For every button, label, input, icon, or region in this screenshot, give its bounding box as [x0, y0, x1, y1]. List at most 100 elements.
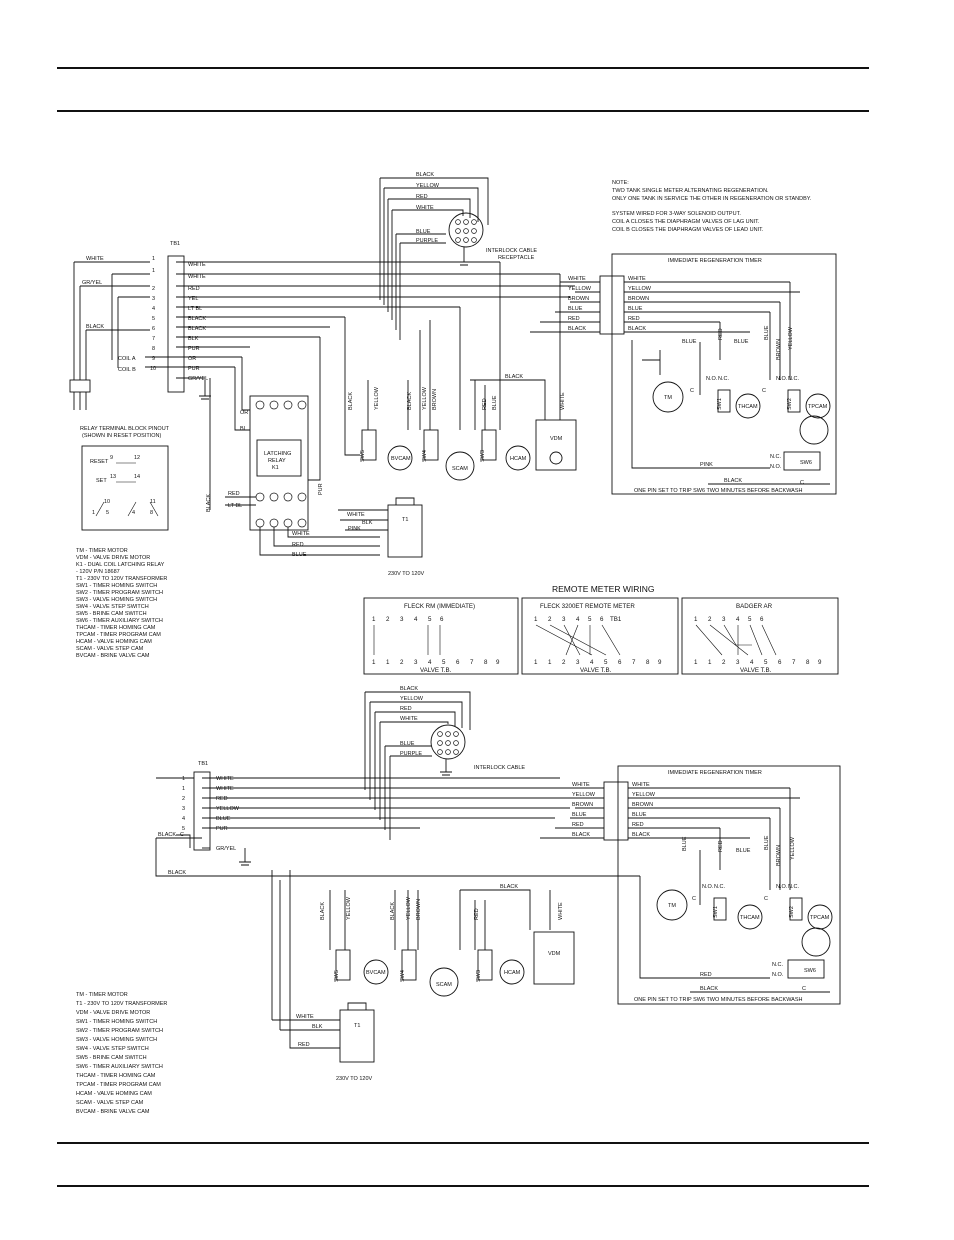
panel-fleck-rm: FLECK RM (IMMEDIATE) 1 2 3 4 5 6 1 1 2 3…	[363, 597, 519, 675]
tb1-wire-label: BLUE	[216, 816, 231, 822]
legend-line: - 120V P/N 18687	[76, 569, 120, 575]
contact-label: N.O.	[776, 376, 788, 382]
valve-terminal: 4	[428, 659, 432, 666]
timer-wire-label: BROWN	[628, 296, 649, 302]
tb1-wire-label: BLACK	[188, 316, 206, 322]
timer-inner-wire: PINK	[700, 462, 713, 468]
valve-terminal: 1	[534, 659, 538, 666]
top-rule-1	[57, 67, 869, 69]
legend-line: TPCAM - TIMER PROGRAM CAM	[76, 632, 161, 638]
component-label: SW6	[804, 968, 816, 974]
component-label: SW3	[480, 450, 486, 462]
pinout-label: RESET	[90, 459, 109, 465]
tb1-wire-label: GR/YEL	[188, 376, 208, 382]
panel-caption: VALVE T.B.	[420, 667, 452, 674]
tb1-label: TB1	[170, 241, 180, 247]
timer-inner-wire: BLUE	[682, 339, 697, 345]
interlock-wire-label: PURPLE	[400, 751, 422, 757]
component-label: VDM	[548, 951, 561, 957]
terminal-number: 3	[722, 616, 726, 623]
component-label: SW4	[400, 970, 406, 982]
switch-wire-label: YELLOW	[346, 896, 352, 920]
valve-terminal: 4	[750, 659, 754, 666]
legend-line: SW6 - TIMER AUXILIARY SWITCH	[76, 1064, 163, 1070]
tb1-number: 1	[182, 776, 185, 782]
tb1-number: 10	[150, 366, 156, 372]
panel-title: BADGER AR	[736, 603, 773, 610]
tb1-wire-label: RED	[216, 796, 228, 802]
valve-terminal: 9	[496, 659, 500, 666]
component-label: SW2	[787, 398, 793, 410]
transformer-caption: 230V TO 120V	[388, 571, 425, 577]
interlock-wire-label: BLACK	[400, 686, 418, 692]
relay-wire-label: WHITE	[292, 531, 310, 537]
pinout-label: 10	[104, 499, 110, 505]
tb1-number: 3	[152, 296, 155, 302]
terminal-number: 6	[760, 616, 764, 623]
valve-terminal: 8	[806, 659, 810, 666]
tb1-wire-label: LT BL	[188, 306, 202, 312]
bottom-rule-1	[57, 1142, 869, 1144]
tb1-wire-label: OR	[188, 356, 196, 362]
timer-wire-label: RED	[632, 822, 644, 828]
valve-terminal: 7	[632, 659, 636, 666]
panel-badger-ar: BADGER AR 1 2 3 4 5 6 1 1 2 3 4 5 6 7 8 …	[681, 597, 839, 675]
interlock-receptacle-icon	[448, 212, 484, 248]
valve-terminal: 6	[778, 659, 782, 666]
upper-interlock: BLACK YELLOW RED WHITE BLUE PURPLE INTER…	[379, 172, 537, 340]
tb1-number: 8	[152, 346, 155, 352]
component-label: BVCAM	[391, 456, 411, 462]
contact-label: N.O.	[706, 376, 718, 382]
tb1-wire-label: PUR	[216, 826, 228, 832]
interlock-label: INTERLOCK CABLE	[486, 248, 537, 254]
tb1-number: 5	[152, 316, 155, 322]
note-line: NOTE:	[612, 180, 629, 186]
relay-pinout-title: RELAY TERMINAL BLOCK PINOUT	[80, 426, 170, 432]
pinout-label: SET	[96, 478, 107, 484]
switch-wire-label: BLUE	[492, 395, 498, 410]
vdm-motor	[535, 419, 577, 471]
lower-tb1: TB1 1 1 2 3 4 5 WHITE WHITE RED YELLOW B…	[155, 761, 640, 877]
contact-label: C	[802, 986, 806, 992]
contact-label: C	[764, 896, 768, 902]
component-label: SW1	[717, 398, 723, 410]
legend-line: SW1 - TIMER HOMING SWITCH	[76, 1019, 157, 1025]
timer-wire-label: BLUE	[632, 812, 647, 818]
timer-inner-wire: RED	[718, 840, 724, 852]
legend-line: SW4 - VALVE STEP SWITCH	[76, 604, 149, 610]
timer-inner-wire: YELLOW	[788, 326, 794, 350]
timer-wire-label: YELLOW	[572, 792, 596, 798]
terminal-number: 3	[562, 616, 566, 623]
panel-fleck-3200et: FLECK 3200ET REMOTE METER 1 2 3 4 5 6 TB…	[521, 597, 679, 675]
remote-meter-title: REMOTE METER WIRING	[552, 584, 654, 594]
legend-line: SCAM - VALVE STEP CAM	[76, 646, 144, 652]
switch-wire-label: RED	[482, 398, 488, 410]
bvcam-icon	[363, 959, 389, 985]
transformer-icon	[339, 1009, 375, 1063]
legend-line: SW5 - BRINE CAM SWITCH	[76, 611, 147, 617]
component-label: TM	[668, 903, 676, 909]
timer-wire-label: BLACK	[724, 478, 742, 484]
note-line: COIL B CLOSES THE DIAPHRAGM VALVES OF LE…	[612, 227, 764, 233]
contact-label: N.C.	[718, 376, 729, 382]
interlock-wire-label: BLACK	[416, 172, 434, 178]
lower-diagram: BLACK YELLOW RED WHITE BLUE PURPLE INTER…	[76, 686, 841, 1115]
valve-terminal: 5	[442, 659, 446, 666]
transformer-icon	[387, 504, 423, 558]
terminal-number: 1	[534, 616, 538, 623]
valve-terminal: 5	[604, 659, 608, 666]
legend-line: K1 - DUAL COIL LATCHING RELAY	[76, 562, 165, 568]
valve-terminal: 1	[708, 659, 712, 666]
valve-terminal: 8	[484, 659, 488, 666]
terminal-number: 3	[400, 616, 404, 623]
contact-label: N.C.	[788, 884, 799, 890]
sw2-switch	[789, 897, 803, 921]
legend-line: SW3 - VALVE HOMING SWITCH	[76, 597, 157, 603]
component-label: SW5	[360, 450, 366, 462]
panel-caption: VALVE T.B.	[740, 667, 772, 674]
timer-inner-wire: BLUE	[734, 339, 749, 345]
legend-line: HCAM - VALVE HOMING CAM	[76, 639, 152, 645]
black-label: BLACK	[168, 870, 186, 876]
timer-wire-label: RED	[628, 316, 640, 322]
transformer-wire: BLK	[312, 1024, 323, 1030]
